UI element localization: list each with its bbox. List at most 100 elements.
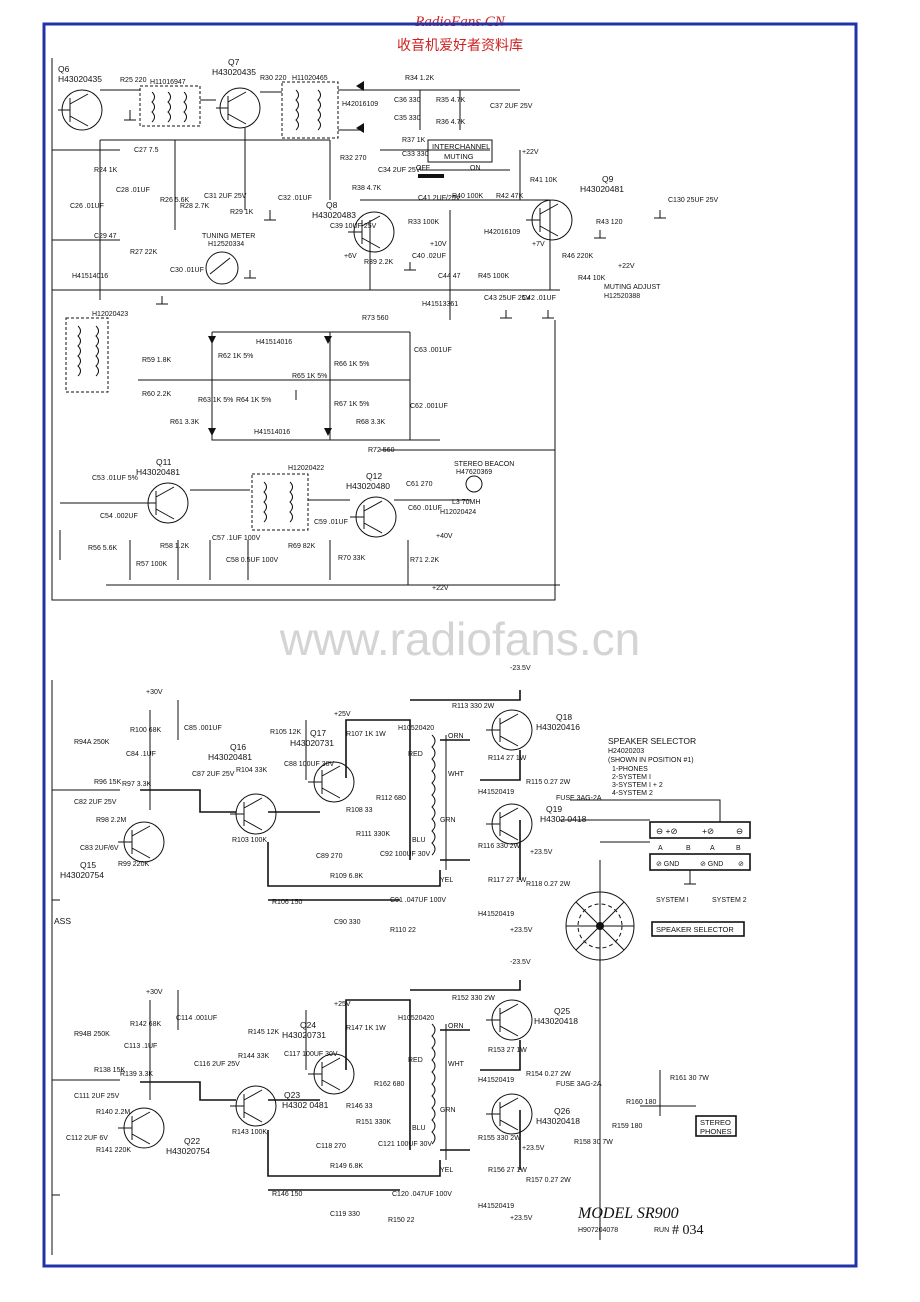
stereo-beacon-label: STEREO BEACON [454, 461, 514, 468]
c58-label: C58 0.5UF 100V [226, 557, 278, 564]
r68-label: R68 3.3K [356, 419, 386, 426]
transformer-h12020423: H12020423 [65, 311, 128, 393]
wire-wht-2: WHT [448, 1061, 465, 1068]
r145-label: R145 12K [248, 1029, 279, 1036]
r97-label: R97 3.3K [122, 781, 152, 788]
c91-label: C91 .047UF 100V [390, 897, 446, 904]
transistor-q15: Q15 H43020754 [60, 821, 165, 880]
t5-part: H10520420 [398, 725, 434, 732]
r113-label: R113 330 2W [452, 703, 495, 710]
r109-label: R109 6.8K [330, 873, 363, 880]
r32-label: R32 270 [340, 155, 367, 162]
r26-label: R26 5.6K [160, 197, 190, 204]
r108-label: R108 33 [346, 807, 373, 814]
v-22-q9: +22V [618, 263, 635, 270]
v-30-ch2: +30V [146, 989, 163, 996]
c44-label: C44 47 [438, 273, 461, 280]
r106-label: R106 150 [272, 899, 302, 906]
r156-label: R156 27 1W [488, 1167, 527, 1174]
c117-label: C117 100UF 30V [284, 1051, 338, 1058]
r67-label: R67 1K 5% [334, 401, 369, 408]
r56-label: R56 5.6K [88, 545, 118, 552]
q25-label: Q25 [554, 1006, 570, 1016]
c53-label: C53 .01UF 5% [92, 475, 138, 482]
v-25-ch2: +25V [334, 1001, 351, 1008]
transistor-q18: Q18 H43020416 [486, 709, 580, 751]
transistor-q9: Q9 H43020481 [526, 174, 624, 241]
muting-adjust-label: MUTING ADJUST [604, 284, 661, 291]
output-transformer-ch1: H10520420 [398, 725, 447, 870]
r141-label: R141 220K [96, 1147, 131, 1154]
r107-label: R107 1K 1W [346, 731, 386, 738]
r63-label: R63 1K 5% [198, 397, 233, 404]
c43-label: C43 25UF 25V [484, 295, 531, 302]
bottom-section: ASS H10520420 H10520420 ORN WHT RED GRN … [51, 665, 751, 1255]
r73-label: R73 560 [362, 315, 389, 322]
c40-label: C40 .02UF [412, 253, 446, 260]
diode-h41520419-4: H41520419 [478, 1203, 514, 1210]
c82-label: C82 2UF 25V [74, 799, 117, 806]
t2-part: H11020465 [292, 75, 328, 82]
r59-label: R59 1.8K [142, 357, 172, 364]
r34-label: R34 1.2K [405, 75, 435, 82]
transistor-q25: Q25 H43020418 [486, 999, 578, 1041]
muting-on-label: ON [470, 165, 481, 172]
q26-label: Q26 [554, 1106, 570, 1116]
r150-label: R150 22 [388, 1217, 415, 1224]
bottom-component-labels-ch1: R94A 250K R96 15K C82 2UF 25V R98 2.2M C… [74, 703, 602, 934]
r39-label: R39 2.2K [364, 259, 394, 266]
speaker-selector-box-label: SPEAKER SELECTOR [656, 925, 734, 934]
r70-label: R70 33K [338, 555, 366, 562]
c63-label: C63 .001UF [414, 347, 452, 354]
v-pos23-ch2-bottom: +23.5V [510, 1215, 533, 1222]
v-25-ch1: +25V [334, 711, 351, 718]
r153-label: R153 27 1W [488, 1047, 527, 1054]
v-6: +6V [344, 253, 357, 260]
v-30-ch1: +30V [146, 689, 163, 696]
r61-label: R61 3.3K [170, 419, 200, 426]
r36-label: R36 4.7K [436, 119, 466, 126]
c28-label: C28 .01UF [116, 187, 150, 194]
r99-label: R99 220K [118, 861, 149, 868]
c114-label: C114 .001UF [176, 1015, 217, 1022]
c130-label: C130 25UF 25V [668, 197, 719, 204]
terminal-top-1: ⊖ +⊘ [656, 826, 678, 836]
c42-label: C42 .01UF [522, 295, 556, 302]
mid-diode-bottom-label: H41514016 [254, 429, 290, 436]
r46-label: R46 220K [562, 253, 593, 260]
r152-label: R152 330 2W [452, 995, 495, 1002]
r146-label: R146 33 [346, 1103, 373, 1110]
r30-label: R30 220 [260, 75, 287, 82]
v-7: +7V [532, 241, 545, 248]
tuning-meter-label: TUNING METER [202, 233, 255, 240]
position-1: 1-PHONES [612, 766, 648, 773]
wire-grn-2: GRN [440, 1107, 456, 1114]
c111-label: C111 2UF 25V [74, 1093, 120, 1100]
mid-diode-top-label: H41514016 [256, 339, 292, 346]
wire-orn-1: ORN [448, 733, 464, 740]
wire-wht-1: WHT [448, 771, 465, 778]
q22-label: Q22 [184, 1136, 200, 1146]
stereo-phones-line2: PHONES [700, 1127, 732, 1136]
transistor-q23: Q23 H4302 0481 [230, 1085, 329, 1127]
r33-label: R33 100K [408, 219, 439, 226]
diode-h42016109-label: H42016109 [484, 229, 520, 236]
wire-red-1: RED [408, 751, 423, 758]
r159-label: R159 180 [612, 1123, 642, 1130]
c62-label: C62 .001UF [410, 403, 448, 410]
bottom-component-labels-ch2: R94B 250K R138 15K C111 2UF 25V R140 2.2… [66, 995, 709, 1224]
transistor-q16: Q16 H43020481 [208, 742, 277, 835]
c59-label: C59 .01UF [314, 519, 348, 526]
r94a-label: R94A 250K [74, 739, 110, 746]
v-pos23-q26: +23.5V [522, 1145, 545, 1152]
q16-part: H43020481 [208, 752, 252, 762]
r111-label: R111 330K [356, 831, 390, 838]
r105-label: R105 12K [270, 729, 301, 736]
q9-label: Q9 [602, 174, 614, 184]
footer-run-label: RUN [654, 1227, 669, 1234]
r104-label: R104 33K [236, 767, 267, 774]
q11-part: H43020481 [136, 467, 180, 477]
site-title: RadioFans.CN [414, 14, 506, 30]
c54-label: C54 .002UF [100, 513, 138, 520]
